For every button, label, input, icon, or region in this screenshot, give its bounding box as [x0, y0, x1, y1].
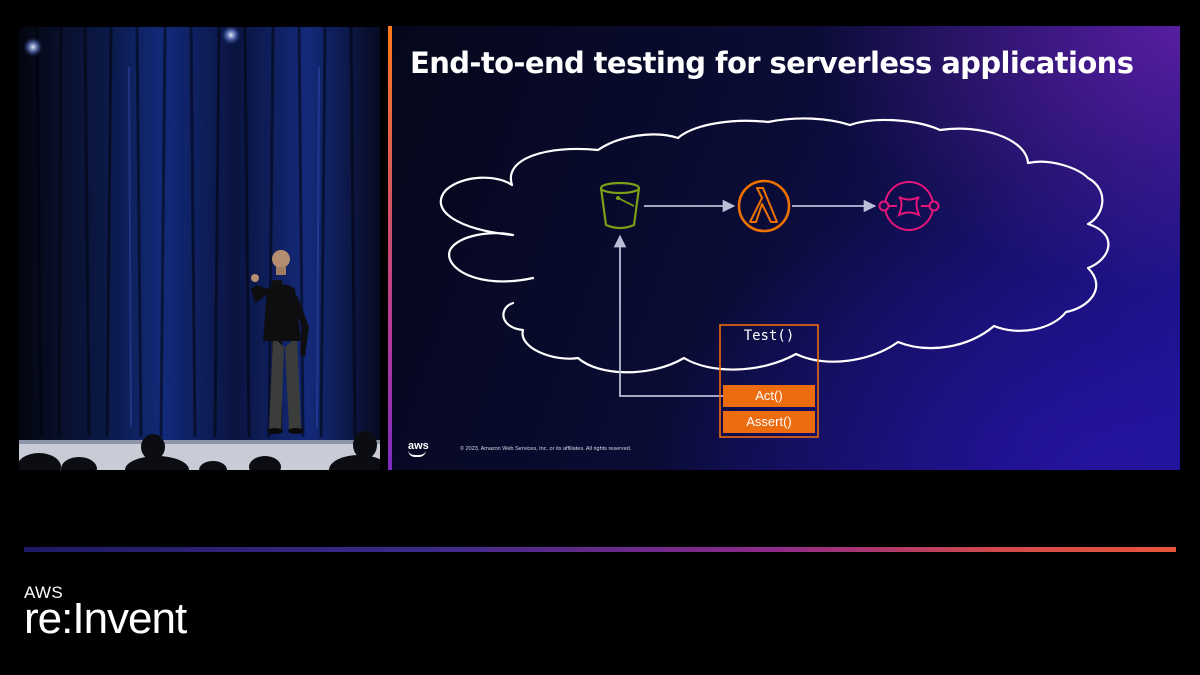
- act-step: Act(): [723, 385, 815, 407]
- copyright-notice: © 2023, Amazon Web Services, Inc. or its…: [460, 446, 631, 452]
- assert-step: Assert(): [723, 411, 815, 433]
- aws-logo-text: aws: [408, 440, 429, 452]
- stage-video-feed: [19, 27, 380, 470]
- brand-event-text: re:Invent: [24, 599, 186, 639]
- aws-logo: aws: [408, 441, 429, 457]
- reinvent-logo: AWS re:Invent: [24, 584, 186, 639]
- s3-bucket-icon: [601, 183, 639, 228]
- brand-gradient-bar: [24, 547, 1176, 552]
- stage-light-left: [23, 37, 43, 57]
- eventbridge-icon: [880, 182, 939, 230]
- presentation-slide: End-to-end testing for serverless applic…: [388, 26, 1180, 470]
- test-label: Test(): [722, 328, 816, 344]
- stage-scene: [19, 27, 380, 470]
- lambda-icon: [739, 181, 789, 231]
